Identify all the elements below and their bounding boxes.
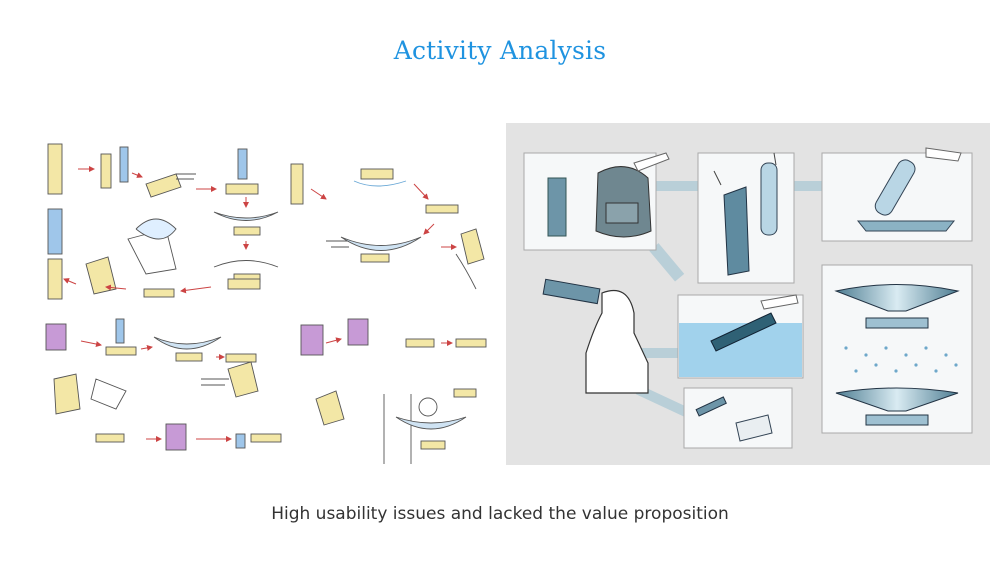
slide-caption: High usability issues and lacked the val… [271,504,729,524]
sketch-storyboard-illustration [45,143,487,464]
rendered-activity-illustration [523,147,973,449]
sketch-storyboard-image [36,129,501,464]
rendered-activity-diagram-image [506,123,990,465]
slide-title: Activity Analysis [393,36,607,65]
